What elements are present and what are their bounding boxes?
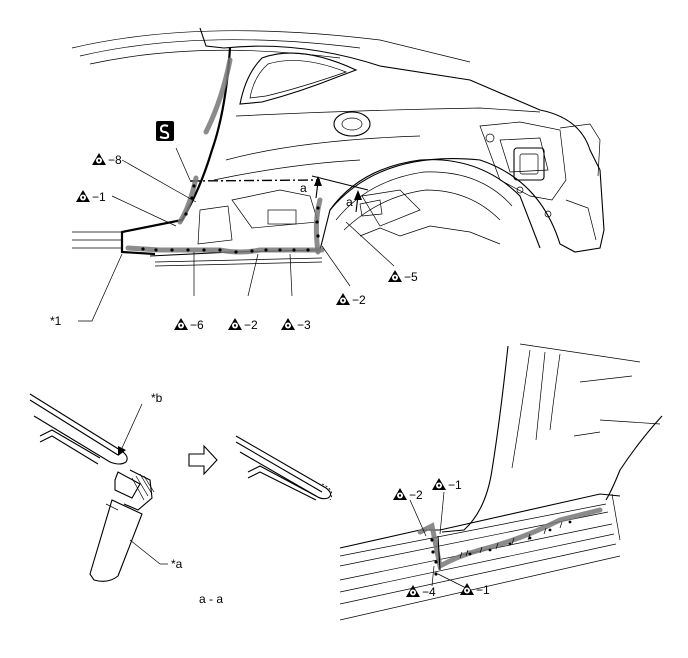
ref-label-b: *b (151, 391, 163, 405)
spot-weld-triangle-icon (393, 488, 407, 500)
section-arrow-label: a (346, 195, 353, 209)
callout-2-detail: −2 (393, 488, 423, 502)
spot-weld-triangle-icon (281, 318, 295, 330)
callout-1-left: −1 (76, 190, 106, 204)
quarter-panel-drawing (71, 27, 605, 267)
callout-text: −5 (404, 270, 418, 284)
hem-before-drawing (29, 393, 168, 582)
arrow-right-icon (188, 444, 218, 476)
callout-text: −1 (476, 583, 490, 597)
spot-weld-triangle-icon (92, 153, 106, 165)
callout-text: −2 (409, 488, 423, 502)
callout-2-right: −2 (336, 293, 366, 307)
callout-1-detail-top: −1 (432, 478, 462, 492)
section-label: a - a (199, 592, 223, 606)
spot-weld-triangle-icon (174, 318, 188, 330)
callout-8: −8 (92, 153, 122, 167)
callout-text: −2 (352, 293, 366, 307)
callout-5: −5 (388, 270, 418, 284)
spot-weld-triangle-icon (76, 190, 90, 202)
callout-text: −8 (108, 153, 122, 167)
spot-weld-triangle-icon (460, 583, 474, 595)
spot-weld-triangle-icon (228, 318, 242, 330)
spot-weld-triangle-icon (432, 478, 446, 490)
spot-weld-triangle-icon (336, 293, 350, 305)
callout-text: −1 (448, 478, 462, 492)
callout-text: −2 (244, 318, 258, 332)
hem-after-drawing (235, 435, 333, 501)
callout-text: −1 (92, 190, 106, 204)
callout-4-detail: −4 (406, 585, 436, 599)
callout-text: −3 (297, 318, 311, 332)
callout-6: −6 (174, 318, 204, 332)
callout-1-detail-bottom: −1 (460, 583, 490, 597)
section-arrow-label: a (300, 181, 307, 195)
callout-2-bottom: −2 (228, 318, 258, 332)
callout-text: −6 (190, 318, 204, 332)
callout-text: −4 (422, 585, 436, 599)
s-box-icon (156, 121, 174, 141)
callout-3: −3 (281, 318, 311, 332)
ref-label-a: *a (171, 557, 183, 571)
sill-detail-drawing (339, 343, 663, 621)
ref-label-1: *1 (50, 314, 62, 328)
leader-lines (78, 147, 395, 322)
spot-weld-triangle-icon (388, 270, 402, 282)
